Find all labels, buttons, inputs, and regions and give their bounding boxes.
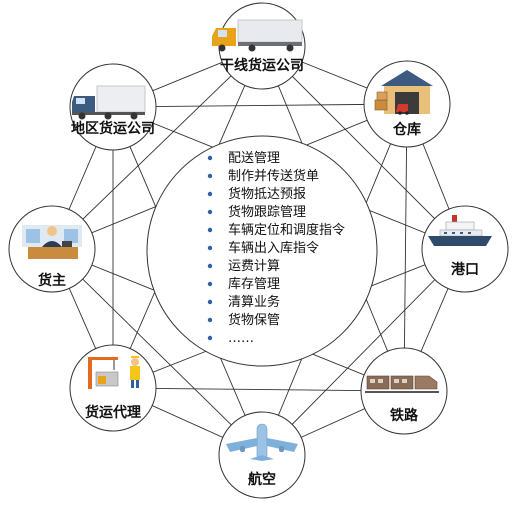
svg-text:车辆定位和调度指令: 车辆定位和调度指令 xyxy=(228,222,345,238)
svg-text:配送管理: 配送管理 xyxy=(228,151,280,166)
node-trunk-freight: 干线货运公司 xyxy=(212,2,306,90)
semi-truck-icon xyxy=(212,19,303,52)
function-list: 配送管理 制作并传送货单 货物抵达预报 货物跟踪管理 车辆定位和调度指令 车辆出… xyxy=(207,151,345,346)
function-item: 运费计算 xyxy=(207,259,280,274)
node-label: 货主 xyxy=(37,272,66,289)
function-item: 车辆出入库指令 xyxy=(207,240,319,256)
connection-line xyxy=(51,45,263,250)
connection-line xyxy=(51,248,263,456)
office-person-icon xyxy=(22,225,82,259)
node-label: 货运代理 xyxy=(84,404,141,421)
function-item: 货物保管 xyxy=(207,312,280,328)
node-label: 干线货运公司 xyxy=(220,57,304,74)
svg-text:制作并传送货单: 制作并传送货单 xyxy=(228,168,319,184)
connection-line xyxy=(261,248,466,456)
node-freight-agent: 货运代理 xyxy=(69,344,157,432)
node-port: 港口 xyxy=(421,205,509,293)
node-label: 航空 xyxy=(248,471,276,488)
function-item: 车辆定位和调度指令 xyxy=(207,222,345,238)
node-railway: 铁路 xyxy=(360,347,448,435)
train-icon xyxy=(365,375,439,393)
svg-text:运费计算: 运费计算 xyxy=(228,259,280,274)
function-item: …… xyxy=(207,331,254,346)
node-regional-freight: 地区货运公司 xyxy=(69,63,157,151)
svg-text:车辆出入库指令: 车辆出入库指令 xyxy=(228,240,319,256)
box-truck-icon xyxy=(72,85,146,120)
node-shipper: 货主 xyxy=(8,205,96,293)
connection-line xyxy=(403,103,408,392)
node-label: 港口 xyxy=(451,261,479,278)
central-hub-circle xyxy=(146,135,378,367)
connection-line xyxy=(261,45,466,250)
svg-text:货物跟踪管理: 货物跟踪管理 xyxy=(228,204,306,220)
svg-text:货物保管: 货物保管 xyxy=(228,312,280,328)
svg-text:库存管理: 库存管理 xyxy=(228,276,280,292)
warehouse-icon xyxy=(374,70,433,115)
node-aviation: 航空 xyxy=(218,411,306,499)
node-label: 仓库 xyxy=(392,121,421,138)
function-item: 库存管理 xyxy=(207,276,280,292)
ship-icon xyxy=(428,215,492,246)
function-item: 清算业务 xyxy=(207,294,280,310)
svg-text:……: …… xyxy=(228,331,254,346)
node-warehouse: 仓库 xyxy=(363,60,451,148)
svg-text:货物抵达预报: 货物抵达预报 xyxy=(228,186,306,202)
node-label: 地区货运公司 xyxy=(71,120,155,137)
function-item: 货物跟踪管理 xyxy=(207,204,306,220)
node-label: 铁路 xyxy=(390,407,419,424)
airplane-icon xyxy=(226,423,298,461)
connection-line xyxy=(112,103,408,108)
crane-worker-icon xyxy=(88,356,140,389)
function-item: 货物抵达预报 xyxy=(207,186,306,202)
svg-text:清算业务: 清算业务 xyxy=(228,294,280,310)
connection-line xyxy=(112,387,405,392)
function-item: 制作并传送货单 xyxy=(207,168,319,184)
function-item: 配送管理 xyxy=(207,151,280,166)
